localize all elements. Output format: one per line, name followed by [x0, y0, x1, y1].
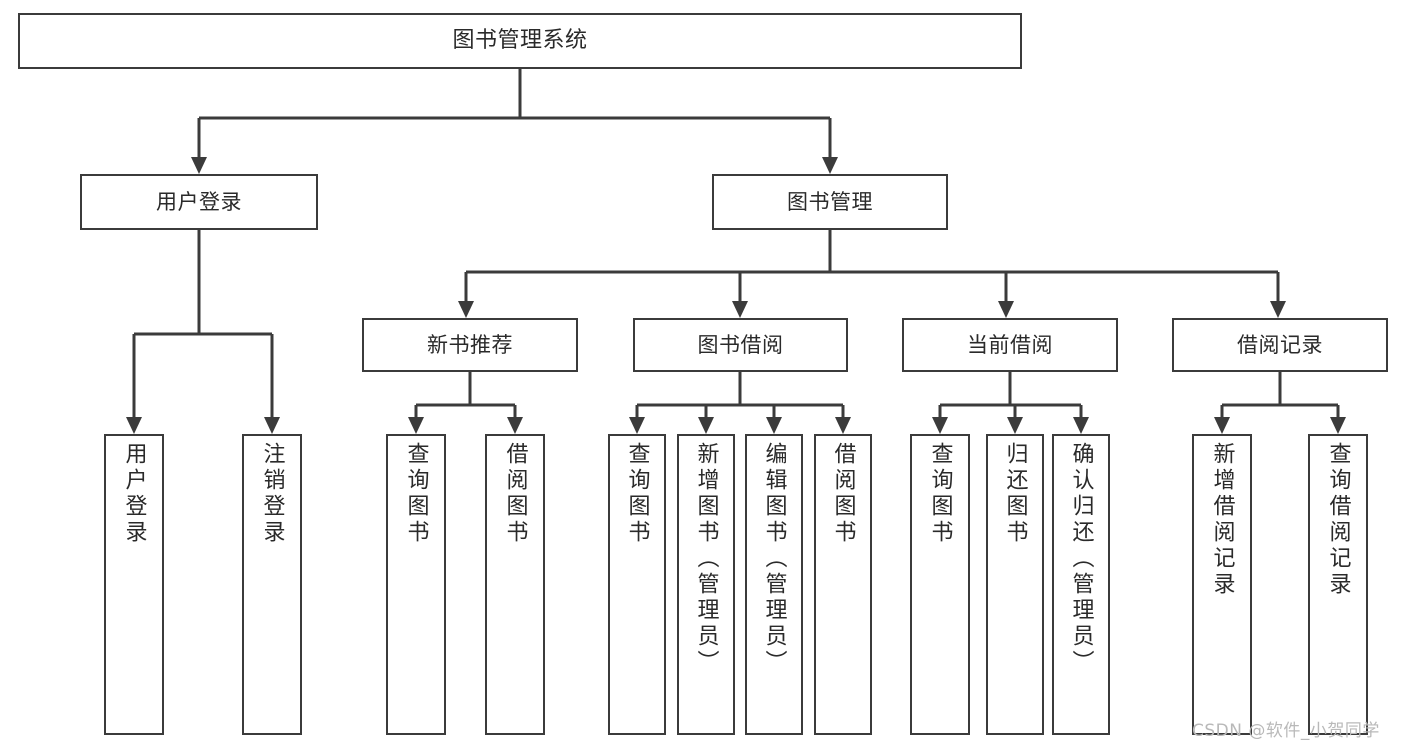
node-label-leaf-add-borrow-record: 新增借阅记录: [1209, 442, 1235, 598]
connector-cb-to-leaf1-head: [932, 417, 948, 434]
node-label-leaf-query-book-current: 查询图书: [927, 442, 953, 546]
connector-bb-to-leaf3-head: [766, 417, 782, 434]
connector-bm-to-rec-head: [458, 301, 474, 318]
node-label-book-manage: 图书管理: [787, 189, 873, 214]
node-leaf-query-book-rec[interactable]: 查询图书: [386, 434, 446, 735]
connector-bm-to-records-head: [1270, 301, 1286, 318]
node-leaf-borrow-book[interactable]: 借阅图书: [814, 434, 872, 735]
connector-bb-to-leaf2-head: [698, 417, 714, 434]
connector-bb-to-leaf4-head: [835, 417, 851, 434]
node-leaf-user-login[interactable]: 用户登录: [104, 434, 164, 735]
node-label-leaf-query-borrow-record: 查询借阅记录: [1325, 442, 1351, 598]
node-book-manage[interactable]: 图书管理: [712, 174, 948, 230]
connector-ul-to-leaf1-head: [126, 417, 142, 434]
node-label-leaf-borrow-book-rec: 借阅图书: [502, 442, 528, 546]
node-label-user-login: 用户登录: [156, 189, 242, 214]
node-leaf-logout[interactable]: 注销登录: [242, 434, 302, 735]
connector-cb-to-leaf3-head: [1073, 417, 1089, 434]
connector-rec-to-leaf2-head: [507, 417, 523, 434]
node-leaf-query-book-current[interactable]: 查询图书: [910, 434, 970, 735]
connector-root-to-user-login-head: [191, 157, 207, 174]
node-leaf-confirm-return-admin[interactable]: 确认归还（管理员）: [1052, 434, 1110, 735]
node-leaf-query-borrow-record[interactable]: 查询借阅记录: [1308, 434, 1368, 735]
node-leaf-return-book[interactable]: 归还图书: [986, 434, 1044, 735]
node-root[interactable]: 图书管理系统: [18, 13, 1022, 69]
node-label-leaf-query-book-borrow: 查询图书: [624, 442, 650, 546]
node-label-borrow-records: 借阅记录: [1237, 332, 1323, 357]
node-leaf-query-book-borrow[interactable]: 查询图书: [608, 434, 666, 735]
node-label-leaf-user-login: 用户登录: [121, 442, 147, 546]
connector-bb-to-leaf1-head: [629, 417, 645, 434]
node-leaf-add-book-admin[interactable]: 新增图书（管理员）: [677, 434, 735, 735]
connector-br-to-leaf2-head: [1330, 417, 1346, 434]
node-user-login[interactable]: 用户登录: [80, 174, 318, 230]
node-label-root: 图书管理系统: [452, 28, 588, 54]
node-leaf-add-borrow-record[interactable]: 新增借阅记录: [1192, 434, 1252, 735]
node-leaf-borrow-book-rec[interactable]: 借阅图书: [485, 434, 545, 735]
node-label-current-borrow: 当前借阅: [967, 332, 1053, 357]
connector-rec-to-leaf1-head: [408, 417, 424, 434]
connector-root-to-book-manage-head: [822, 157, 838, 174]
node-label-leaf-add-book-admin: 新增图书（管理员）: [693, 442, 719, 676]
node-label-leaf-query-book-rec: 查询图书: [403, 442, 429, 546]
node-borrow-records[interactable]: 借阅记录: [1172, 318, 1388, 372]
connector-cb-to-leaf2-head: [1007, 417, 1023, 434]
connector-br-to-leaf1-head: [1214, 417, 1230, 434]
node-leaf-edit-book-admin[interactable]: 编辑图书（管理员）: [745, 434, 803, 735]
node-book-borrow[interactable]: 图书借阅: [633, 318, 848, 372]
connector-bm-to-borrow-head: [732, 301, 748, 318]
node-label-leaf-edit-book-admin: 编辑图书（管理员）: [761, 442, 787, 676]
node-current-borrow[interactable]: 当前借阅: [902, 318, 1118, 372]
connector-ul-to-leaf2-head: [264, 417, 280, 434]
node-label-leaf-borrow-book: 借阅图书: [830, 442, 856, 546]
node-label-leaf-return-book: 归还图书: [1002, 442, 1028, 546]
node-new-book-recommend[interactable]: 新书推荐: [362, 318, 578, 372]
node-label-book-borrow: 图书借阅: [697, 332, 784, 357]
node-label-leaf-logout: 注销登录: [259, 442, 285, 546]
connector-bm-to-current-head: [998, 301, 1014, 318]
node-label-leaf-confirm-return-admin: 确认归还（管理员）: [1068, 442, 1094, 676]
node-label-new-book-recommend: 新书推荐: [427, 332, 513, 357]
csdn-watermark: CSDN @软件_小贺同学: [1192, 721, 1380, 741]
